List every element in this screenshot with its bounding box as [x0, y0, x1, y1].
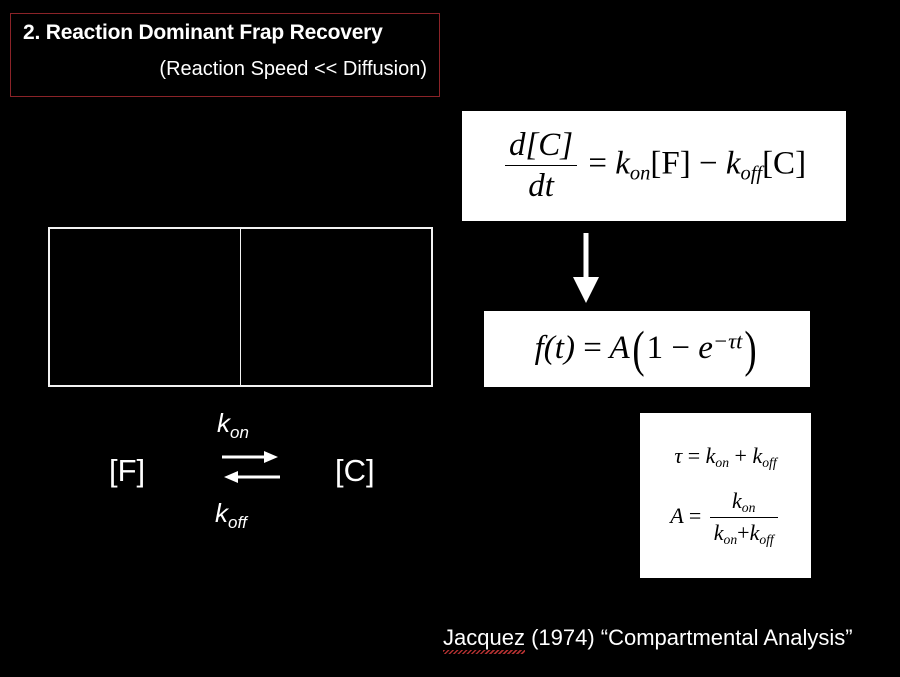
- amplitude-numerator: kon: [709, 488, 778, 518]
- tau-term1-subscript: on: [715, 455, 730, 471]
- ode-term1-subscript: on: [629, 162, 651, 185]
- ode-term2-subscript: off: [740, 162, 763, 185]
- compartment-diagram: [48, 227, 433, 387]
- amplitude-denominator: kon+koff: [710, 518, 778, 548]
- amplitude-den-base2: k: [749, 519, 760, 545]
- equation-ode-box: d[C] dt = kon[F] − koff[C]: [462, 111, 846, 221]
- equation-recovery-box: f(t) = A(1 − e−τt): [484, 311, 810, 387]
- equation-amplitude: A = kon kon+koff: [670, 488, 780, 548]
- down-arrow-icon: [573, 233, 599, 303]
- title-box: 2. Reaction Dominant Frap Recovery (Reac…: [10, 13, 440, 97]
- recovery-one: 1: [646, 329, 664, 366]
- equation-ode: d[C] dt = kon[F] − koff[C]: [502, 127, 806, 205]
- tau-symbol: τ: [674, 443, 683, 469]
- citation-author: Jacquez: [443, 625, 525, 654]
- tau-plus: +: [734, 443, 747, 469]
- citation: Jacquez (1974) “Compartmental Analysis”: [443, 625, 853, 654]
- ode-minus: −: [698, 145, 718, 182]
- species-free-label: [F]: [109, 453, 146, 488]
- recovery-arg: (t): [543, 329, 575, 366]
- recovery-amplitude: A: [609, 329, 630, 366]
- ode-term2-bracket: [C]: [762, 145, 807, 182]
- equation-tau: τ = kon + koff: [674, 443, 776, 471]
- compartment-free: [50, 229, 241, 385]
- species-complex-label: [C]: [335, 453, 375, 488]
- amplitude-den-subscript2: off: [759, 531, 774, 547]
- amplitude-num-base: k: [732, 488, 742, 514]
- recovery-close-paren: ): [744, 320, 758, 378]
- amplitude-symbol: A: [670, 502, 684, 528]
- ode-denominator: dt: [528, 168, 554, 204]
- amplitude-den-base1: k: [713, 519, 724, 545]
- ode-term1-base: k: [615, 145, 630, 182]
- ode-fraction: d[C] dt: [504, 127, 578, 205]
- reaction-scheme: [F] [C] kon koff: [95, 405, 425, 545]
- amplitude-equals: =: [688, 502, 702, 528]
- tau-term2-subscript: off: [762, 455, 777, 471]
- compartment-bound: [241, 229, 431, 385]
- recovery-equals: =: [583, 329, 602, 366]
- tau-equals: =: [687, 443, 701, 469]
- amplitude-num-subscript: on: [741, 499, 756, 515]
- tau-term2-base: k: [752, 443, 763, 469]
- page-subtitle: (Reaction Speed << Diffusion): [159, 58, 427, 80]
- ode-term2-base: k: [725, 145, 741, 182]
- equation-recovery: f(t) = A(1 − e−τt): [535, 320, 760, 379]
- rate-on-subscript: on: [230, 423, 249, 443]
- rate-off-base: k: [215, 498, 228, 528]
- equation-parameters-box: τ = kon + koff A = kon kon+koff: [640, 413, 811, 578]
- recovery-minus: −: [671, 329, 691, 366]
- rate-constant-on-label: kon: [217, 408, 249, 443]
- page-title: 2. Reaction Dominant Frap Recovery: [23, 21, 383, 44]
- recovery-open-paren: (: [632, 320, 645, 378]
- recovery-exp-base: e: [698, 329, 713, 366]
- amplitude-den-subscript1: on: [723, 531, 738, 547]
- recovery-f: f: [534, 329, 544, 366]
- amplitude-fraction: kon kon+koff: [709, 488, 778, 548]
- ode-equals: =: [588, 145, 608, 182]
- equilibrium-arrows-icon: [222, 451, 280, 483]
- ode-term1-bracket: [F]: [650, 145, 691, 182]
- rate-off-subscript: off: [228, 513, 247, 533]
- citation-rest: (1974) “Compartmental Analysis”: [524, 625, 853, 650]
- rate-constant-off-label: koff: [215, 498, 247, 533]
- tau-term1-base: k: [705, 443, 716, 469]
- amplitude-den-plus: +: [737, 519, 750, 545]
- ode-numerator: d[C]: [504, 127, 578, 166]
- rate-on-base: k: [217, 408, 230, 438]
- recovery-exp-power: −τt: [712, 327, 743, 353]
